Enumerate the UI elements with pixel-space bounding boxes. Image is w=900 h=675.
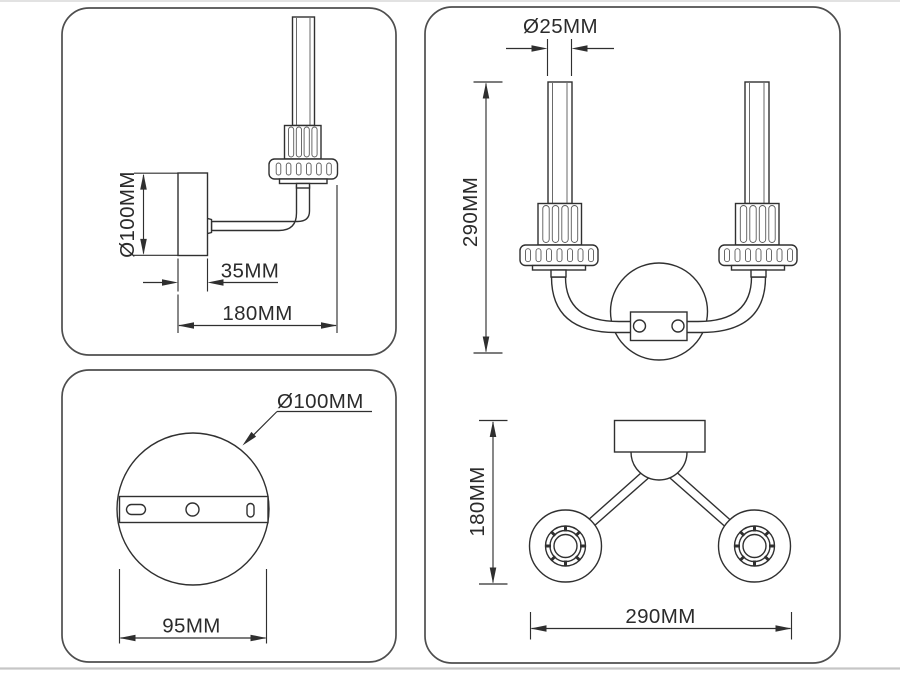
dim-backplate-mount-width: 95MM	[118, 569, 268, 644]
arm-left-top	[586, 467, 647, 522]
arm-end-left	[632, 319, 647, 333]
dim-side-backplate-depth-label: 35MM	[221, 260, 280, 283]
mounting-hole-center	[185, 502, 200, 517]
dim-backplate-mount-width-label: 95MM	[162, 615, 221, 638]
dim-side-extension: 180MM	[177, 185, 338, 333]
mounting-slot-left	[125, 503, 147, 516]
arm-right-top	[672, 467, 732, 522]
arm-end-right	[671, 319, 685, 333]
dim-side-backplate-depth: 35MM	[143, 258, 280, 292]
wall-plate-side	[177, 172, 209, 257]
candle-right-front	[718, 81, 798, 278]
candle-left-front	[519, 81, 599, 278]
dim-front-candle-diameter-label: Ø25MM	[523, 15, 598, 38]
front-view: Ø25MM 290MM	[459, 15, 798, 361]
dim-top-depth: 180MM	[466, 419, 508, 585]
mounting-bar	[118, 495, 269, 524]
candle-stem-side	[295, 182, 311, 189]
bobeche-right-top	[717, 509, 792, 583]
wall-plate-top	[613, 419, 706, 453]
dim-top-depth-label: 180MM	[466, 466, 489, 536]
plate-boss-top	[630, 451, 688, 481]
dim-side-extension-label: 180MM	[222, 302, 292, 325]
dim-backplate-diameter: Ø100MM	[242, 390, 372, 446]
backplate-view: Ø100MM 95MM	[116, 390, 372, 644]
candle-tube-side	[291, 16, 316, 127]
dim-top-width: 290MM	[529, 605, 793, 640]
dim-front-height-label: 290MM	[459, 177, 482, 247]
fluted-collar-side	[283, 124, 322, 160]
top-view: 180MM 290MM	[466, 419, 793, 640]
dim-side-backplate-diameter: Ø100MM	[116, 171, 178, 258]
dim-front-height: 290MM	[459, 81, 503, 354]
dim-backplate-diameter-label: Ø100MM	[277, 390, 364, 413]
bobeche-side	[268, 158, 339, 180]
mounting-slot-right	[246, 502, 255, 518]
dim-side-backplate-diameter-label: Ø100MM	[116, 171, 139, 258]
dim-front-candle-diameter: Ø25MM	[506, 15, 614, 76]
dim-top-width-label: 290MM	[625, 605, 695, 628]
bobeche-left-top	[528, 509, 603, 583]
side-view: Ø100MM 35MM 180MM	[116, 16, 339, 333]
